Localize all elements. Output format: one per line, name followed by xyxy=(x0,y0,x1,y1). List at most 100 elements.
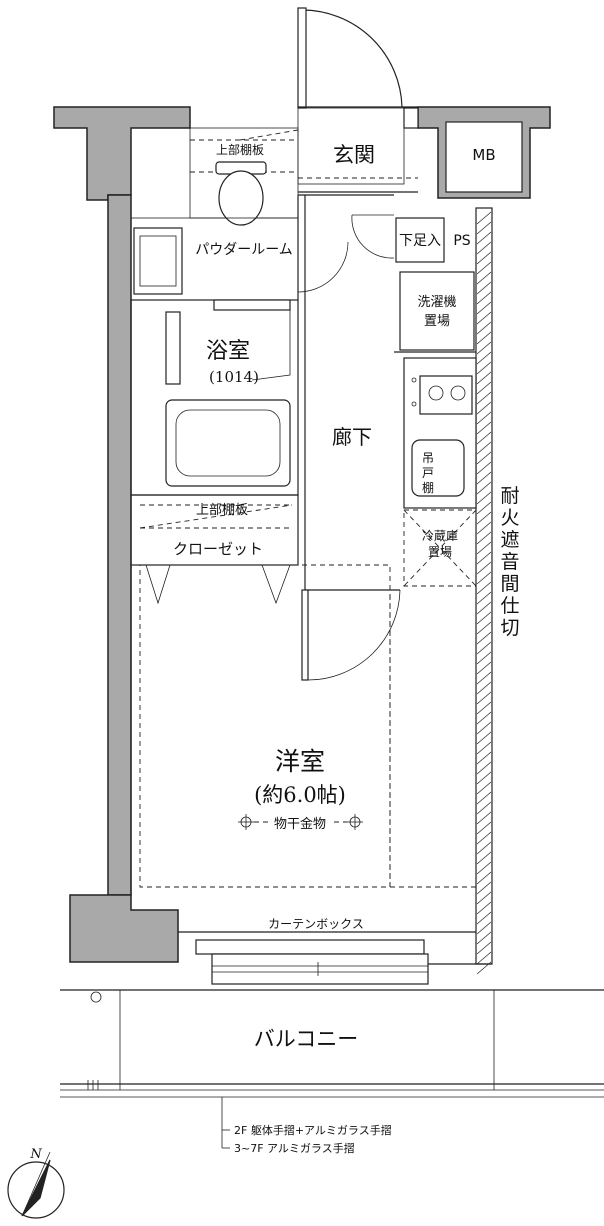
hatch-line xyxy=(476,841,492,855)
hatch-line xyxy=(476,531,492,545)
hatch-line xyxy=(476,811,492,825)
hatch-line xyxy=(476,901,492,915)
hatch-line xyxy=(476,911,492,925)
hatch-line xyxy=(476,921,492,935)
label-upper-shelf-toilet: 上部棚板 xyxy=(216,142,264,157)
hatch-line xyxy=(476,371,492,385)
hatch-line xyxy=(476,481,492,495)
hatch-line xyxy=(476,671,492,685)
hatch-line xyxy=(476,641,492,655)
hatch-line xyxy=(476,321,492,335)
room-door xyxy=(301,589,401,681)
toilet-bowl xyxy=(218,170,264,226)
label-washer-2: 置場 xyxy=(424,314,450,329)
hatch-line xyxy=(476,751,492,765)
hatch-line xyxy=(476,231,492,245)
label-closet: クローゼット xyxy=(173,540,263,558)
hatch-line xyxy=(476,461,492,475)
bathtub xyxy=(165,399,291,487)
hatch-line xyxy=(476,821,492,835)
hatch-line xyxy=(476,801,492,815)
hatch-line xyxy=(476,561,492,575)
fridge-space xyxy=(403,509,477,587)
hatch-line xyxy=(476,861,492,875)
balcony xyxy=(60,989,604,1149)
hatch-line xyxy=(476,601,492,615)
stove xyxy=(419,375,473,415)
label-fridge-2: 置場 xyxy=(428,545,452,559)
hatch-line xyxy=(476,791,492,805)
left-upper-wall xyxy=(53,106,191,201)
label-entrance: 玄関 xyxy=(333,143,375,167)
hatch-line xyxy=(476,241,492,255)
hatch-line xyxy=(476,441,492,455)
hatch-line xyxy=(476,931,492,945)
hatch-line xyxy=(476,301,492,315)
mb-interior xyxy=(445,121,523,193)
label-ps: PS xyxy=(453,233,470,249)
hatch-line xyxy=(476,711,492,725)
label-mb: MB xyxy=(472,146,495,164)
hatch-line xyxy=(476,891,492,905)
label-drying-hardware: 物干金物 xyxy=(274,816,326,832)
hatch-line xyxy=(476,591,492,605)
western-room xyxy=(130,564,476,895)
label-bath: 浴室 xyxy=(206,339,250,364)
hatch-line xyxy=(476,501,492,515)
fire-partition-char: 火 xyxy=(500,507,519,529)
washer-space xyxy=(399,271,475,351)
hatch-line xyxy=(476,341,492,355)
hatch-line xyxy=(476,311,492,325)
shoe-box xyxy=(395,217,445,263)
hatch-line xyxy=(476,571,492,585)
hatch-line xyxy=(476,871,492,885)
label-corridor: 廊下 xyxy=(332,425,372,449)
hatch-line xyxy=(476,721,492,735)
fire-partition-wall xyxy=(475,207,493,975)
hatch-line xyxy=(476,211,492,225)
hatch-line xyxy=(476,421,492,435)
hatch-line xyxy=(476,361,492,375)
hatch-line xyxy=(476,551,492,565)
hatch-line xyxy=(476,661,492,675)
hatch-line xyxy=(476,651,492,665)
toilet-area xyxy=(189,127,299,226)
handrail-note-1: 2F 躯体手摺+アルミガラス手摺 xyxy=(234,1123,392,1137)
entrance-door xyxy=(297,7,419,129)
hatch-line xyxy=(476,411,492,425)
hatch-line xyxy=(476,701,492,715)
fire-partition-char: 音 xyxy=(500,551,519,573)
curtain-box-window xyxy=(178,931,492,985)
fire-partition-char: 耐 xyxy=(500,485,519,507)
hatch-line xyxy=(476,251,492,265)
fire-partition-char: 切 xyxy=(500,617,519,639)
hatch-line xyxy=(476,511,492,525)
fire-partition-char: 間 xyxy=(500,573,519,595)
sink xyxy=(411,439,465,497)
hatch-line xyxy=(476,471,492,485)
vanity xyxy=(133,227,183,295)
hatch-line xyxy=(476,831,492,845)
hatch-line xyxy=(476,291,492,305)
label-bath-size: (1014) xyxy=(209,368,259,386)
hatch-line xyxy=(476,331,492,345)
hatch-line xyxy=(476,351,492,365)
left-column-wall xyxy=(107,194,132,896)
compass xyxy=(7,1151,65,1219)
label-hanging-cab-2: 戸 xyxy=(422,466,434,480)
hatch-line xyxy=(476,851,492,865)
hatch-line xyxy=(476,541,492,555)
handrail-note-2: 3~7F アルミガラス手摺 xyxy=(234,1141,355,1155)
compass-label: N xyxy=(29,1147,42,1162)
hatch-line xyxy=(476,491,492,505)
label-hanging-cab-3: 棚 xyxy=(422,480,434,495)
hatch-line xyxy=(476,261,492,275)
hatch-line xyxy=(476,281,492,295)
label-western-room-size: (約6.0帖) xyxy=(254,783,346,807)
hatch-line xyxy=(476,431,492,445)
hatch-line xyxy=(476,741,492,755)
label-fridge-1: 冷蔵庫 xyxy=(422,529,458,543)
fire-partition-char: 遮 xyxy=(500,529,519,551)
